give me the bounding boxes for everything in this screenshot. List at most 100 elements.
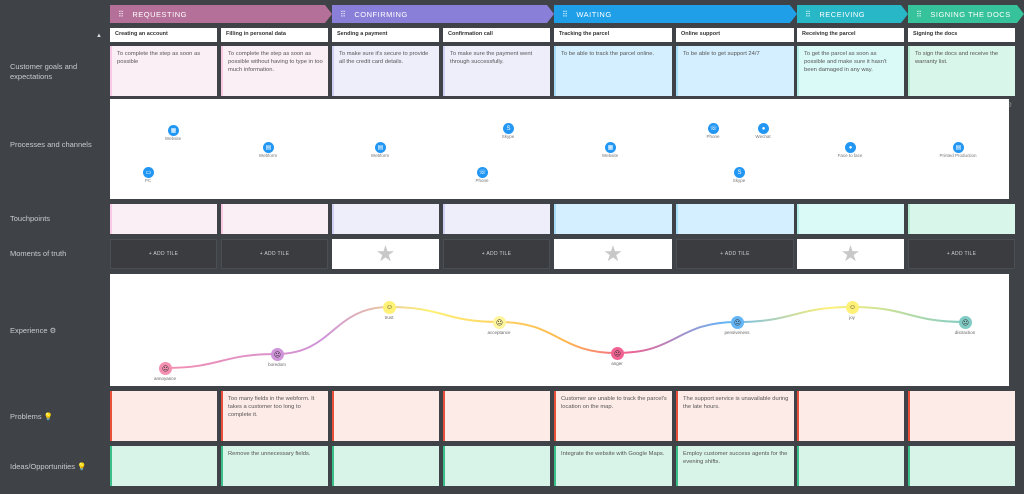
goal-tile[interactable]: To sign the docs and receive the warrant… [908,46,1015,96]
moment-of-truth-star[interactable]: ★ [554,239,672,269]
column-header[interactable]: Receiving the parcel [797,28,904,42]
emotion-face-icon[interactable]: 😐 [493,316,506,329]
drag-handle-icon[interactable]: ⠿ [916,9,923,19]
drag-handle-icon[interactable]: ⠿ [340,9,347,19]
add-tile-button[interactable]: + ADD TILE [676,239,794,269]
touchpoint-tile[interactable] [908,204,1015,234]
goal-tile[interactable]: To get the parcel as soon as possible an… [797,46,904,96]
add-tile-button[interactable]: + ADD TILE [908,239,1015,269]
drag-handle-icon[interactable]: ⠿ [805,9,812,19]
problem-tile[interactable]: Too many fields in the webform. It takes… [221,391,328,441]
channel-label: Webform [258,153,278,158]
touchpoint-tile[interactable] [110,204,217,234]
stage-title: WAITING [576,9,612,19]
stage-header-signing-the-docs[interactable]: ⠿SIGNING THE DOCS [908,5,1024,23]
idea-tile[interactable] [332,446,439,486]
goal-tile[interactable]: To complete the step as soon as possible… [221,46,328,96]
touchpoint-tile[interactable] [676,204,794,234]
phone-icon[interactable]: ☏ [477,167,488,178]
problem-tile[interactable] [908,391,1015,441]
emotion-face-icon[interactable]: 😐 [731,316,744,329]
touchpoint-tile[interactable] [332,204,439,234]
touchpoint-tile[interactable] [221,204,328,234]
process-arrows [110,99,1009,199]
emotion-face-icon[interactable]: ☺ [383,301,396,314]
emotion-face-icon[interactable]: 😐 [271,348,284,361]
add-tile-button[interactable]: + ADD TILE [110,239,217,269]
emotion-face-icon[interactable]: ☺ [846,301,859,314]
moment-of-truth-star[interactable]: ★ [332,239,439,269]
channel-label: PC [144,178,152,183]
column-header[interactable]: Signing the docs [908,28,1015,42]
drag-handle-icon[interactable]: ⠿ [562,9,569,19]
problem-tile[interactable] [443,391,550,441]
channel-label: Printed Production [939,153,977,158]
problem-tile[interactable]: The support service is unavailable durin… [676,391,794,441]
row-label-experience: Experience ⚙ [10,326,57,335]
idea-tile[interactable]: Integrate the website with Google Maps. [554,446,672,486]
sort-up-icon[interactable]: ▲ [96,33,102,39]
column-header[interactable]: Online support [676,28,794,42]
wechat-icon[interactable]: ● [758,123,769,134]
goal-tile[interactable]: To make sure it's secure to provide all … [332,46,439,96]
stage-header-receiving[interactable]: ⠿RECEIVING [797,5,908,23]
stage-title: CONFIRMING [354,9,408,19]
problem-tile[interactable] [110,391,217,441]
touchpoint-tile[interactable] [797,204,904,234]
globe-icon[interactable]: ▦ [605,142,616,153]
stage-header-waiting[interactable]: ⠿ WAITING [554,5,797,23]
touchpoint-tile[interactable] [443,204,550,234]
column-header[interactable]: Filling in personal data [221,28,328,42]
webform-icon[interactable]: ▤ [375,142,386,153]
column-header[interactable]: Sending a payment [332,28,439,42]
settings-gear-icon[interactable]: ⚙ [1006,102,1013,109]
emotion-label: boredom [268,362,286,367]
bulb-icon[interactable]: 💡 [43,412,54,421]
document-icon[interactable]: ▤ [953,142,964,153]
idea-tile[interactable]: Remove the unnecessary fields. [221,446,328,486]
touchpoint-tile[interactable] [554,204,672,234]
emotion-label: joy [849,315,855,320]
emotion-label: acceptance [487,330,511,335]
emotion-face-icon[interactable]: 😐 [959,316,972,329]
column-header[interactable]: Tracking the parcel [554,28,672,42]
problem-tile[interactable]: Customer are unable to track the parcel'… [554,391,672,441]
row-label-processes: Processes and channels [10,140,92,149]
emotion-label: annoyance [153,376,177,381]
idea-tile[interactable]: Employ customer success agents for the e… [676,446,794,486]
phone-icon[interactable]: ☏ [708,123,719,134]
emotion-face-icon[interactable]: ☹ [611,347,624,360]
moment-of-truth-star[interactable]: ★ [797,239,904,269]
goal-tile[interactable]: To make sure the payment went through su… [443,46,550,96]
column-header[interactable]: Confirmation call [443,28,550,42]
skype-icon[interactable]: S [503,123,514,134]
drag-handle-icon[interactable]: ⠿ [118,9,125,19]
stage-header-confirming[interactable]: ⠿ CONFIRMING [332,5,554,23]
gear-icon[interactable]: ⚙ [49,326,57,335]
skype-icon[interactable]: S [734,167,745,178]
row-label-ideas: Ideas/Opportunities 💡 [10,462,87,471]
column-header[interactable]: Creating an account [110,28,217,42]
idea-tile[interactable] [443,446,550,486]
processes-band [110,99,1009,199]
person-icon[interactable]: ● [845,142,856,153]
idea-tile[interactable] [110,446,217,486]
add-tile-button[interactable]: + ADD TILE [443,239,550,269]
add-tile-button[interactable]: + ADD TILE [221,239,328,269]
stage-header-requesting[interactable]: ⠿REQUESTING [110,5,332,23]
pc-icon[interactable]: ▭ [143,167,154,178]
problem-tile[interactable] [797,391,904,441]
goal-tile[interactable]: To be able to get support 24/7 [676,46,794,96]
channel-label: Website [601,153,619,158]
globe-icon[interactable]: ▦ [168,125,179,136]
channel-label: Webform [370,153,390,158]
bulb-icon[interactable]: 💡 [77,462,87,471]
emotion-face-icon[interactable]: ☹ [159,362,172,375]
goal-tile[interactable]: To be able to track the parcel online. [554,46,672,96]
idea-tile[interactable] [797,446,904,486]
problem-tile[interactable] [332,391,439,441]
goal-tile[interactable]: To complete the step as soon as possible [110,46,217,96]
idea-tile[interactable] [908,446,1015,486]
webform-icon[interactable]: ▤ [263,142,274,153]
